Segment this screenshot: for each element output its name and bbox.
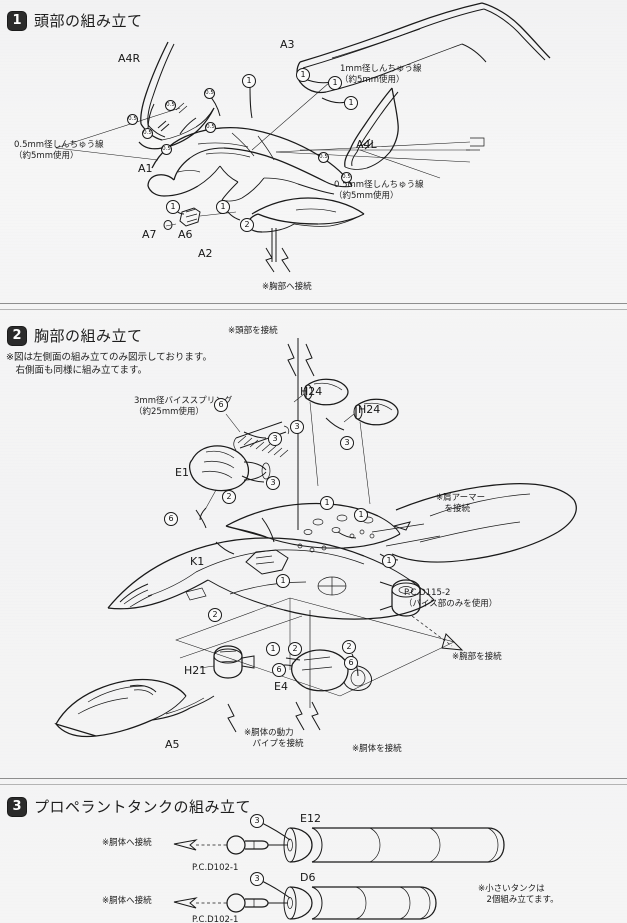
part-label-h24-2: H24 xyxy=(358,403,381,416)
step-2-subnote: ※図は左側面の組み立てのみ図示しております。 右側面も同様に組み立てます。 xyxy=(6,352,212,376)
part-label-a4r: A4R xyxy=(118,52,141,65)
divider-after-step-1 xyxy=(0,303,627,304)
part-label-a1: A1 xyxy=(138,162,153,175)
part-label-a2: A2 xyxy=(198,247,213,260)
callout-step2-12: 1 xyxy=(382,554,396,568)
divider-after-step-1-secondary xyxy=(0,309,627,310)
callout-step1-wire-6: 0.5 xyxy=(161,144,172,155)
callout-step2-8: 1 xyxy=(354,508,368,522)
note-brass-wire-05-left: 0.5mm径しんちゅう線 （約5mm使用） xyxy=(14,140,104,162)
note-connect-shoulder-armor: ※肩アーマー を接続 xyxy=(436,493,486,515)
callout-step2-4: 3 xyxy=(266,476,280,490)
callout-step1-2: 1 xyxy=(296,68,310,82)
part-label-k1: K1 xyxy=(190,555,205,568)
callout-step1-wire-2: 0.5 xyxy=(204,88,215,99)
callout-step2-14: 2 xyxy=(288,642,302,656)
step-1-title: 頭部の組み立て xyxy=(34,12,143,30)
callout-step2-13: 1 xyxy=(266,642,280,656)
callout-step1-6: 1 xyxy=(216,200,230,214)
chest-assembly-lineart xyxy=(0,310,627,790)
callout-step1-5: 1 xyxy=(166,200,180,214)
callout-step2-16: 6 xyxy=(272,663,286,677)
note-brass-wire-05-right: 0.5mm径しんちゅう線 （約5mm使用） xyxy=(334,180,424,202)
note-connect-to-chest: ※胸部へ接続 xyxy=(262,282,312,292)
note-connect-to-body-tank-1: ※胴体へ接続 xyxy=(102,838,152,848)
part-label-a4l: A4L xyxy=(356,138,377,151)
callout-step2-10: 2 xyxy=(222,490,236,504)
part-label-a5: A5 xyxy=(165,738,180,751)
step-2-badge: 2 xyxy=(8,326,26,345)
note-connect-arm: ※腕部を接続 xyxy=(452,652,502,662)
step-1-header: 1 頭部の組み立て xyxy=(8,10,143,31)
step-3-badge: 3 xyxy=(8,797,26,816)
callout-step2-15: 2 xyxy=(342,640,356,654)
callout-step2-3: 3 xyxy=(268,432,282,446)
pcd-label-115-2: P.C.D115-2 （パイス部のみを使用） xyxy=(404,588,498,610)
part-label-h21: H21 xyxy=(184,664,207,677)
step-3-title: プロペラントタンクの組み立て xyxy=(34,798,252,816)
pcd-label-102-1-tank-1: P.C.D102-1 xyxy=(192,863,239,873)
callout-step2-2: 3 xyxy=(340,436,354,450)
note-vice-spring: 3mm径バイススプリング （約25mm使用） xyxy=(134,396,233,418)
callout-step1-7: 2 xyxy=(240,218,254,232)
callout-step1-wire-5: 0.5 xyxy=(205,122,216,133)
step-2-header: 2 胸部の組み立て xyxy=(8,325,143,346)
note-connect-head: ※頭部を接続 xyxy=(228,326,278,336)
callout-step1-3: 1 xyxy=(328,76,342,90)
callout-step3-tank-1: 3 xyxy=(250,814,264,828)
callout-step1-wire-8: 0.5 xyxy=(341,172,352,183)
note-connect-body-power-pipe: ※胴体の動力 パイプを接続 xyxy=(244,728,304,750)
callout-step2-1: 3 xyxy=(290,420,304,434)
part-label-a3: A3 xyxy=(280,38,295,51)
note-brass-wire-1mm: 1mm径しんちゅう線 （約5mm使用） xyxy=(340,64,422,86)
callout-step1-wire-3: 0.5 xyxy=(142,128,153,139)
callout-step1-1: 1 xyxy=(242,74,256,88)
callout-step1-4: 1 xyxy=(344,96,358,110)
part-label-e4: E4 xyxy=(274,680,288,693)
step-2-title: 胸部の組み立て xyxy=(34,327,143,345)
pcd-label-102-1-tank-2: P.C.D102-1 xyxy=(192,915,239,923)
divider-after-step-2 xyxy=(0,778,627,779)
step-3-header: 3 プロペラントタンクの組み立て xyxy=(8,796,251,817)
callout-step2-11: 2 xyxy=(208,608,222,622)
callout-step2-17: 6 xyxy=(344,656,358,670)
step-1-badge: 1 xyxy=(8,11,26,30)
part-label-d6: D6 xyxy=(300,871,316,884)
part-label-a6: A6 xyxy=(178,228,193,241)
callout-step2-7: 1 xyxy=(320,496,334,510)
callout-step1-wire-1: 0.5 xyxy=(165,100,176,111)
callout-step2-6: 6 xyxy=(164,512,178,526)
callout-step3-tank-2: 3 xyxy=(250,872,264,886)
note-connect-body: ※胴体を接続 xyxy=(352,744,402,754)
callout-step2-5: 6 xyxy=(214,398,228,412)
part-label-e12: E12 xyxy=(300,812,321,825)
note-small-tank-quantity: ※小さいタンクは 2個組み立てます。 xyxy=(478,884,559,906)
part-label-h24-1: H24 xyxy=(300,385,323,398)
part-label-a7: A7 xyxy=(142,228,157,241)
callout-step2-9: 1 xyxy=(276,574,290,588)
divider-after-step-2-secondary xyxy=(0,784,627,785)
note-connect-to-body-tank-2: ※胴体へ接続 xyxy=(102,896,152,906)
callout-step1-wire-4: 0.5 xyxy=(127,114,138,125)
callout-step1-wire-7: 0.5 xyxy=(318,152,329,163)
part-label-e1: E1 xyxy=(175,466,189,479)
